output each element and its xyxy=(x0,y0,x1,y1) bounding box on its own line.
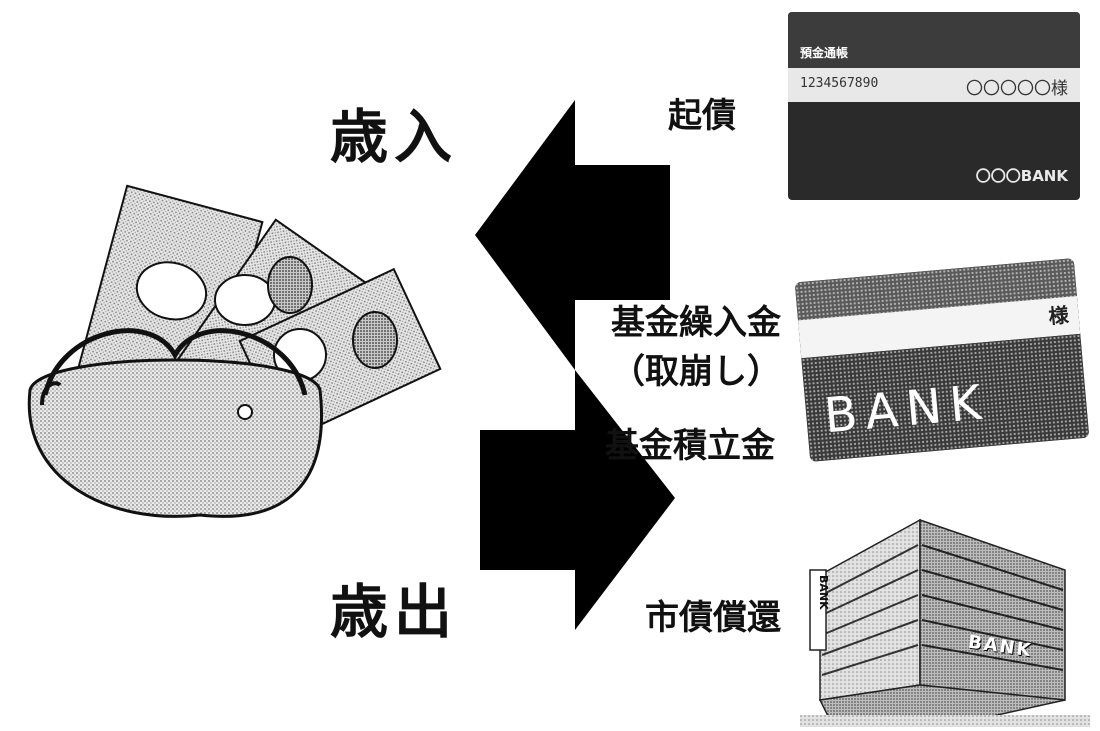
card-bank-name: 〇〇〇BANK xyxy=(975,167,1068,185)
card2-suffix: 様 xyxy=(1047,302,1070,329)
card-holder-name: 〇〇〇〇〇様 xyxy=(966,79,1068,99)
wallet-illustration xyxy=(0,180,470,540)
fund-transfer-in-label: 基金繰入金 （取崩し） xyxy=(606,295,786,393)
expenditure-label: 歳出 xyxy=(330,578,459,646)
bank-card: 様 BANK xyxy=(794,258,1090,462)
bankbook-card: 預金通帳 1234567890 〇〇〇〇〇様 〇〇〇BANK xyxy=(788,12,1080,200)
fund-reserve-label: 基金積立金 xyxy=(605,426,775,466)
arrow-left-icon xyxy=(475,100,670,370)
fund-transfer-in-text: 基金繰入金 xyxy=(611,303,781,343)
card-account-number: 1234567890 xyxy=(800,76,879,91)
card-header-band xyxy=(788,12,1080,68)
bond-issue-label: 起債 xyxy=(668,96,736,136)
building-sign-vertical: BANK xyxy=(817,575,830,610)
bank-building: BANK BANK xyxy=(800,515,1090,727)
revenue-label: 歳入 xyxy=(330,103,459,171)
arrow-right-icon xyxy=(480,370,675,630)
bond-redemption-label: 市債償還 xyxy=(645,598,781,638)
card-header-text: 預金通帳 xyxy=(800,46,849,60)
card-info-band xyxy=(788,68,1080,102)
fund-transfer-in-note: （取崩し） xyxy=(611,352,781,392)
